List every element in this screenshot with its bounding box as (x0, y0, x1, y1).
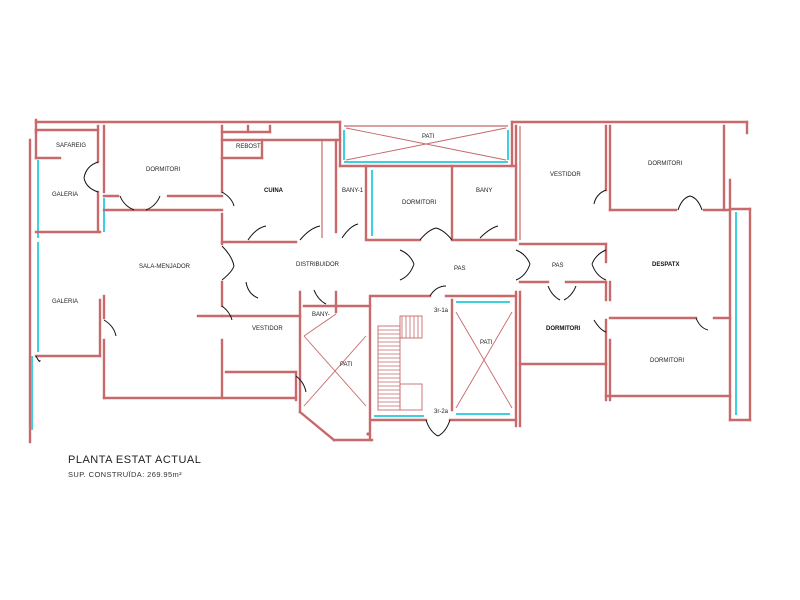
label-distribuidor: DISTRIBUIDOR (296, 262, 340, 268)
label-pati-top: PATI (422, 134, 435, 140)
label-pati-left: PATI (340, 362, 353, 368)
room-labels: SAFAREIG GALERIA GALERIA DORMITORI REBOS… (52, 134, 685, 415)
label-dormitori-2: DORMITORI (402, 200, 437, 206)
walls-top-left (34, 124, 298, 400)
label-stair-1a: 3r-1a (434, 308, 449, 314)
walls-kitchen (220, 124, 518, 244)
label-galeria-bottom: GALERIA (52, 299, 78, 305)
label-dormitori-5: DORMITORI (650, 358, 685, 364)
label-bany-2: BANY- (312, 312, 330, 318)
label-sala-menjador: SALA-MENJADOR (139, 264, 191, 270)
label-bany: BANY (476, 188, 492, 194)
label-despatx: DESPATX (652, 262, 679, 268)
walls-central-top (364, 124, 521, 242)
label-dormitori-1: DORMITORI (146, 167, 181, 173)
label-vestidor-right: VESTIDOR (550, 172, 581, 178)
label-cuina: CUINA (264, 188, 284, 194)
label-bany-1: BANY-1 (342, 188, 364, 194)
label-pati-right: PATI (480, 340, 493, 346)
walls-right (514, 124, 732, 428)
plan-area: SUP. CONSTRUÏDA: 269.95m² (68, 470, 183, 479)
plan-title: PLANTA ESTAT ACTUAL (68, 454, 202, 466)
label-stair-2a: 3r-2a (434, 409, 449, 415)
label-dormitori-4: DORMITORI (546, 326, 581, 332)
label-rebost: REBOST (236, 144, 261, 150)
glazing-left (31, 160, 105, 430)
label-galeria-top: GALERIA (52, 192, 78, 198)
outer-walls (28, 118, 752, 444)
label-pas-right: PAS (552, 263, 564, 269)
staircase (366, 315, 423, 436)
label-vestidor-left: VESTIDOR (252, 326, 283, 332)
label-safareig: SAFAREIG (56, 143, 86, 149)
walls-central-lower (220, 290, 518, 442)
label-pas-center: PAS (454, 266, 466, 272)
pati-top (338, 120, 514, 168)
doors (35, 161, 709, 437)
label-dormitori-3: DORMITORI (648, 161, 683, 167)
